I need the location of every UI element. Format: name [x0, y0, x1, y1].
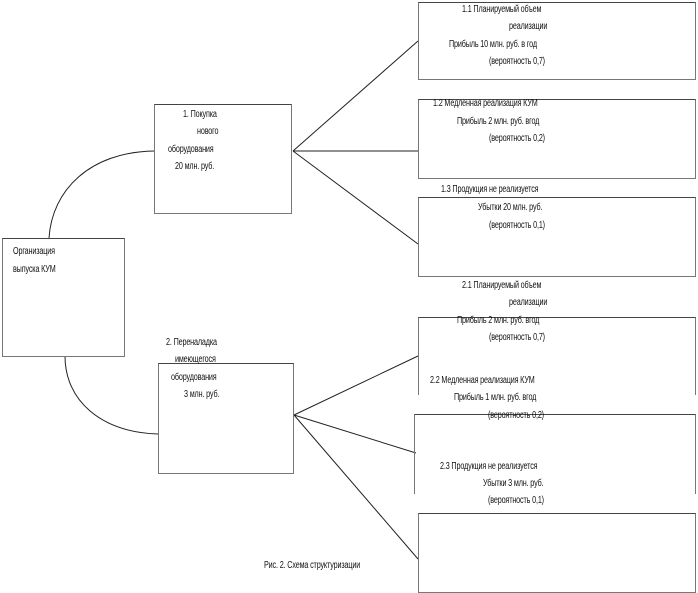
- outcome-2.1-box: [418, 317, 696, 395]
- outcome-2.3-box: [418, 513, 696, 593]
- outcome-2.1-line-2: реализации: [509, 297, 548, 308]
- outcome-1.3-box: [418, 197, 696, 277]
- outcome-1.2-line-2: Прибыль 2 млн. руб. вгод: [457, 116, 540, 127]
- outcome-2.3-line-1: 2.3 Продукция не реализуется: [440, 461, 538, 472]
- option-1-label-line-2: нового: [197, 126, 219, 137]
- connector-2-2.2: [293, 414, 417, 454]
- option-1-label-line-1: 1. Покупка: [183, 109, 217, 120]
- figure-caption: Рис. 2. Схема структуризации: [264, 560, 361, 571]
- outcome-2.2-line-1: 2.2 Медленная реализация КУМ: [430, 375, 535, 386]
- outcome-1.2-box: [418, 99, 696, 179]
- option-2-label-line-1: 2. Переналадка: [166, 337, 217, 348]
- option-2-label-line-4: 3 млн. руб.: [184, 389, 220, 400]
- outcome-2.2-box: [414, 414, 696, 494]
- option-1-label-line-4: 20 млн. руб.: [175, 161, 215, 172]
- outcome-2.1-line-1: 2.1 Планируемый объем: [462, 280, 542, 291]
- option-1-label-line-3: оборудования: [168, 144, 214, 155]
- root-node-label-line-1: Организация: [13, 246, 55, 257]
- outcome-1.2-line-3: (вероятность 0,2): [489, 133, 545, 144]
- outcome-1.3-line-2: Убытки 20 млн. руб.: [478, 202, 543, 213]
- connector-2-2.3: [293, 414, 419, 560]
- outcome-1.3-line-1: 1.3 Продукция не реализуется: [441, 184, 539, 195]
- connector-lines: [48, 40, 419, 560]
- outcome-2.3-line-2: Убытки 3 млн. руб.: [483, 478, 544, 489]
- outcome-2.2-line-2: Прибыль 1 млн. руб. вгод: [454, 392, 537, 403]
- outcome-1.2-line-1: 1.2 Медленная реализация КУМ: [433, 98, 538, 109]
- root-node-label-line-2: выпуска КУМ: [13, 264, 56, 275]
- outcome-2.3-line-3: (вероятность 0,1): [488, 495, 544, 506]
- connector-root-option-2: [64, 355, 159, 435]
- outcome-1.3-line-3: (вероятность 0,1): [489, 220, 545, 231]
- outcome-1.1-box: [418, 2, 696, 80]
- option-2-box: [158, 363, 294, 474]
- option-2-label-line-3: оборудования: [171, 372, 217, 383]
- connector-2-2.1: [293, 355, 419, 416]
- outcome-1.1-line-2: реализации: [509, 21, 548, 32]
- option-1-box: [154, 104, 292, 214]
- outcome-1.1-line-1: 1.1 Планируемый объем: [462, 4, 542, 15]
- connector-1-1.1: [292, 40, 419, 152]
- outcome-1.1-line-4: (вероятность 0,7): [489, 56, 545, 67]
- outcome-2.1-line-3: Прибыль 2 млн. руб. вгод: [457, 315, 540, 326]
- outcome-2.1-line-4: (вероятность 0,7): [489, 332, 545, 343]
- connector-root-option-1: [48, 150, 155, 239]
- outcome-2.2-line-3: (вероятность 0,2): [488, 410, 544, 421]
- option-2-label-line-2: имеющегося: [175, 354, 216, 365]
- connector-1-1.3: [292, 150, 419, 245]
- root-node-box: [2, 238, 125, 357]
- outcome-1.1-line-3: Прибыль 10 млн. руб. в год: [449, 39, 537, 50]
